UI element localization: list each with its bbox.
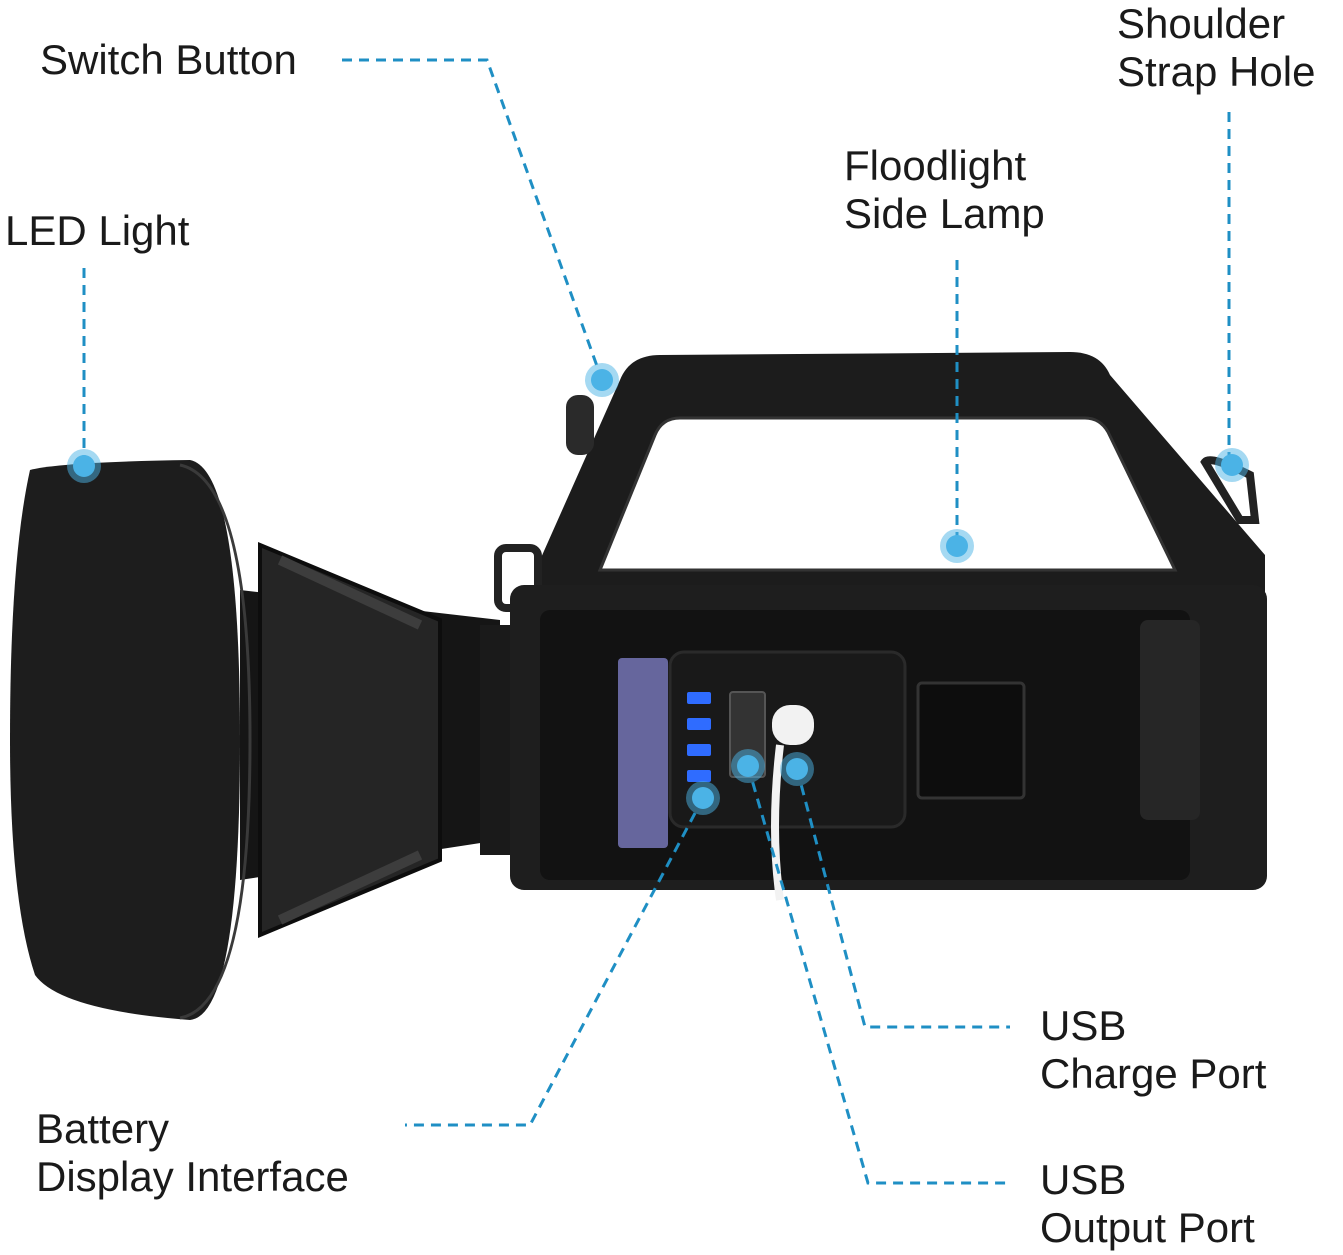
label-usb-charge-port: USB Charge Port bbox=[1040, 1002, 1266, 1098]
label-usb-output-port: USB Output Port bbox=[1040, 1156, 1255, 1252]
label-battery-display-interface: Battery Display Interface bbox=[36, 1105, 349, 1201]
battery-leds bbox=[687, 692, 711, 782]
leader-switch-button bbox=[342, 58, 604, 381]
label-switch-button: Switch Button bbox=[40, 36, 297, 83]
label-floodlight-side-lamp: Floodlight Side Lamp bbox=[844, 142, 1045, 238]
label-line: Shoulder bbox=[1117, 0, 1286, 47]
marker-dots bbox=[67, 363, 1249, 815]
label-line: Display Interface bbox=[36, 1153, 349, 1200]
flashlight-head bbox=[10, 460, 500, 1020]
marker-shoulder-strap bbox=[1221, 454, 1243, 476]
label-line: Side Lamp bbox=[844, 190, 1045, 237]
label-line: Strap Hole bbox=[1117, 48, 1316, 95]
battery-display-cover bbox=[618, 658, 668, 848]
label-shoulder-strap-hole: Shoulder Strap Hole bbox=[1117, 0, 1315, 96]
label-line: USB bbox=[1040, 1002, 1127, 1049]
marker-usb-charge bbox=[786, 758, 808, 780]
marker-battery-display bbox=[692, 787, 714, 809]
label-line: Floodlight bbox=[844, 142, 1027, 189]
label-line: Output Port bbox=[1040, 1204, 1255, 1251]
leader-battery-display bbox=[405, 797, 705, 1127]
leader-lines bbox=[82, 58, 1231, 1185]
label-line: Battery bbox=[36, 1105, 170, 1152]
marker-led-light bbox=[73, 455, 95, 477]
flashlight-body bbox=[480, 585, 1267, 901]
label-led-light: LED Light bbox=[5, 207, 190, 254]
label-line: Charge Port bbox=[1040, 1050, 1267, 1097]
flashlight-handle bbox=[494, 352, 1265, 612]
marker-usb-output bbox=[737, 755, 759, 777]
switch-button-shape bbox=[566, 395, 594, 455]
leader-usb-output bbox=[746, 765, 1010, 1185]
marker-switch-button bbox=[591, 369, 613, 391]
usb-cable-plug bbox=[772, 705, 814, 745]
label-line: USB bbox=[1040, 1156, 1127, 1203]
marker-floodlight bbox=[946, 535, 968, 557]
leader-usb-charge bbox=[795, 768, 1010, 1029]
